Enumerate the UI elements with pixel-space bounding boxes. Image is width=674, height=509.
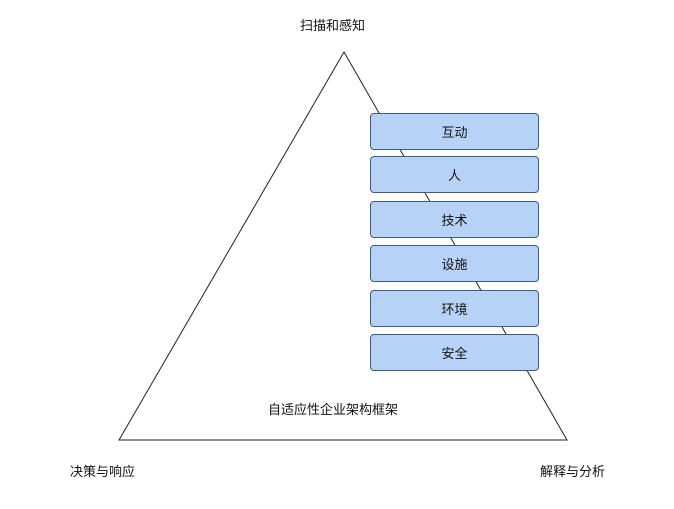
framework-title: 自适应性企业架构框架 bbox=[268, 403, 399, 418]
layer-box-people: 人 bbox=[370, 156, 539, 193]
bottom-right-label: 解释与分析 bbox=[540, 465, 606, 480]
layer-box-environment: 环境 bbox=[370, 290, 539, 327]
layer-label: 人 bbox=[447, 169, 461, 184]
apex-label: 扫描和感知 bbox=[300, 19, 366, 34]
layer-box-security: 安全 bbox=[370, 334, 539, 371]
layer-label: 环境 bbox=[441, 303, 468, 318]
layer-label: 技术 bbox=[441, 214, 468, 229]
layer-label: 互动 bbox=[441, 126, 468, 141]
layer-label: 设施 bbox=[441, 258, 468, 273]
layer-box-interaction: 互动 bbox=[370, 113, 539, 150]
bottom-left-label: 决策与响应 bbox=[70, 465, 136, 480]
layer-label: 安全 bbox=[441, 347, 468, 362]
layer-box-technology: 技术 bbox=[370, 201, 539, 238]
layer-box-facilities: 设施 bbox=[370, 245, 539, 282]
